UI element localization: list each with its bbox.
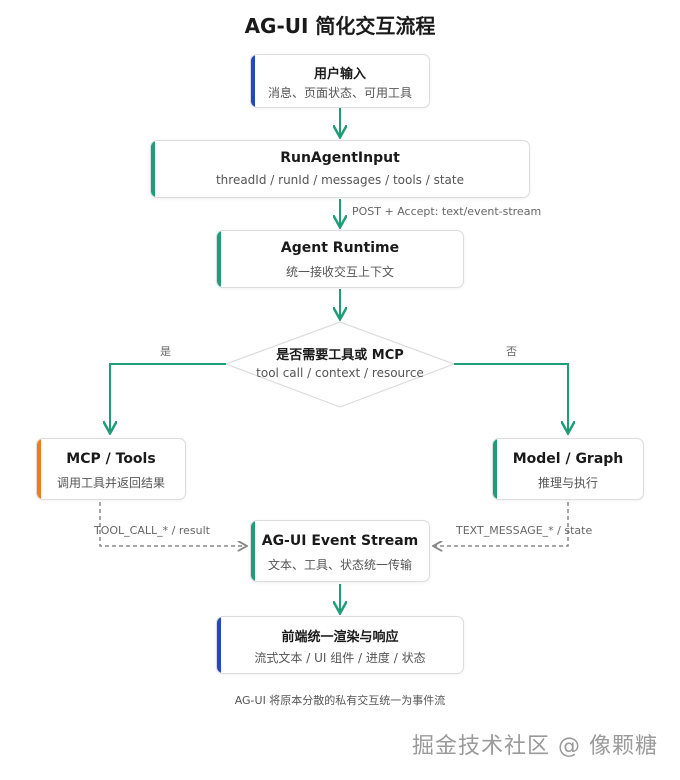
edge-label-no: 否 bbox=[506, 345, 517, 358]
edge-label-yes: 是 bbox=[160, 345, 171, 358]
node-title: RunAgentInput bbox=[280, 150, 400, 166]
decision-subtitle: tool call / context / resource bbox=[256, 366, 424, 380]
node-title: MCP / Tools bbox=[66, 451, 156, 467]
node-subtitle: 统一接收交互上下文 bbox=[285, 265, 394, 279]
node-run-agent-input: RunAgentInput threadId / runId / message… bbox=[150, 140, 530, 198]
node-title: Model / Graph bbox=[512, 451, 624, 467]
decision-title: 是否需要工具或 MCP bbox=[276, 348, 404, 363]
node-model-graph: Model / Graph 推理与执行 bbox=[492, 438, 644, 500]
node-subtitle: 推理与执行 bbox=[537, 476, 598, 490]
arrow-tools-to-stream bbox=[99, 502, 246, 546]
edge-label-post: POST + Accept: text/event-stream bbox=[352, 205, 542, 218]
edge-label-text-message: TEXT_MESSAGE_* / state bbox=[456, 524, 593, 537]
node-title: AG-UI Event Stream bbox=[261, 533, 419, 549]
node-subtitle: 调用工具并返回结果 bbox=[56, 476, 165, 490]
footnote: AG-UI 将原本分散的私有交互统一为事件流 bbox=[234, 694, 446, 707]
node-accent-bar bbox=[217, 231, 221, 287]
node-subtitle: threadId / runId / messages / tools / st… bbox=[215, 173, 465, 187]
node-accent-bar bbox=[151, 141, 155, 197]
node-subtitle: 流式文本 / UI 组件 / 进度 / 状态 bbox=[254, 651, 426, 665]
node-subtitle: 文本、工具、状态统一传输 bbox=[267, 558, 412, 572]
node-mcp-tools: MCP / Tools 调用工具并返回结果 bbox=[36, 438, 186, 500]
node-accent-bar bbox=[251, 55, 255, 107]
arrow-model-to-stream bbox=[434, 502, 569, 546]
node-frontend-render: 前端统一渲染与响应 流式文本 / UI 组件 / 进度 / 状态 bbox=[216, 616, 464, 674]
arrow-decision-no bbox=[454, 363, 568, 432]
node-title: 用户输入 bbox=[313, 67, 366, 82]
node-accent-bar bbox=[493, 439, 497, 499]
watermark: 掘金技术社区 @ 像颗糖 bbox=[412, 734, 658, 759]
arrow-decision-yes bbox=[110, 363, 226, 432]
diagram-title: AG-UI 简化交互流程 bbox=[244, 14, 436, 38]
node-accent-bar bbox=[251, 521, 255, 581]
node-title: 前端统一渲染与响应 bbox=[281, 630, 399, 645]
decision-diamond bbox=[224, 321, 456, 408]
node-user-input: 用户输入 消息、页面状态、可用工具 bbox=[250, 54, 430, 108]
node-accent-bar bbox=[37, 439, 41, 499]
node-title: Agent Runtime bbox=[280, 240, 400, 256]
node-accent-bar bbox=[217, 617, 221, 673]
node-agent-runtime: Agent Runtime 统一接收交互上下文 bbox=[216, 230, 464, 288]
node-event-stream: AG-UI Event Stream 文本、工具、状态统一传输 bbox=[250, 520, 430, 582]
edge-label-tool-call: TOOL_CALL_* / result bbox=[94, 524, 210, 537]
node-subtitle: 消息、页面状态、可用工具 bbox=[267, 86, 412, 100]
